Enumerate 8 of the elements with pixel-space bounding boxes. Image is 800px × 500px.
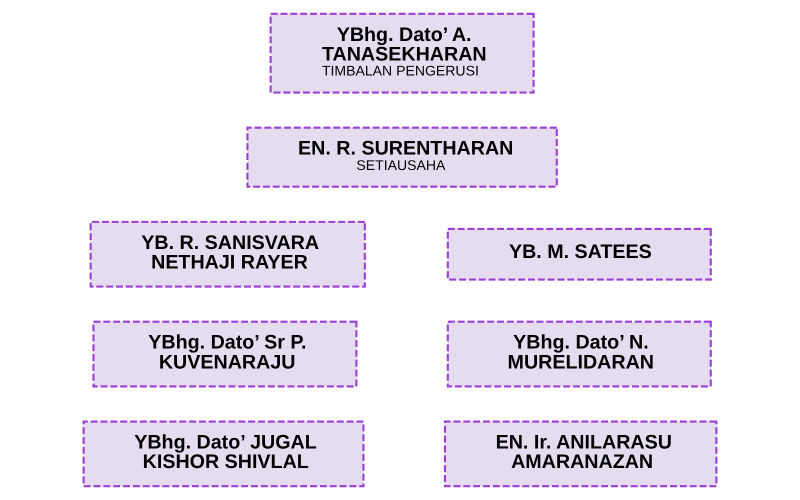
node-box: YBhg. Dato’ A. TANASEKHARAN TIMBALAN PENGERUSI: [270, 12, 535, 94]
node-box: YB. R. SANISVARA NETHAJI RAYER: [90, 220, 366, 288]
node-box: YBhg. Dato’ JUGAL KISHOR SHIVLAL: [82, 420, 364, 488]
node-box: YBhg. Dato’ Sr P. KUVENARAJU: [92, 320, 358, 388]
node-box: YBhg. Dato’ N. MURELIDARAN: [446, 320, 712, 388]
node-box: YB. M. SATEES: [446, 228, 712, 281]
node-box: EN. R. SURENTHARAN SETIAUSAHA: [246, 126, 558, 188]
node-box: EN. Ir. ANILARASU AMARANAZAN: [444, 420, 718, 488]
